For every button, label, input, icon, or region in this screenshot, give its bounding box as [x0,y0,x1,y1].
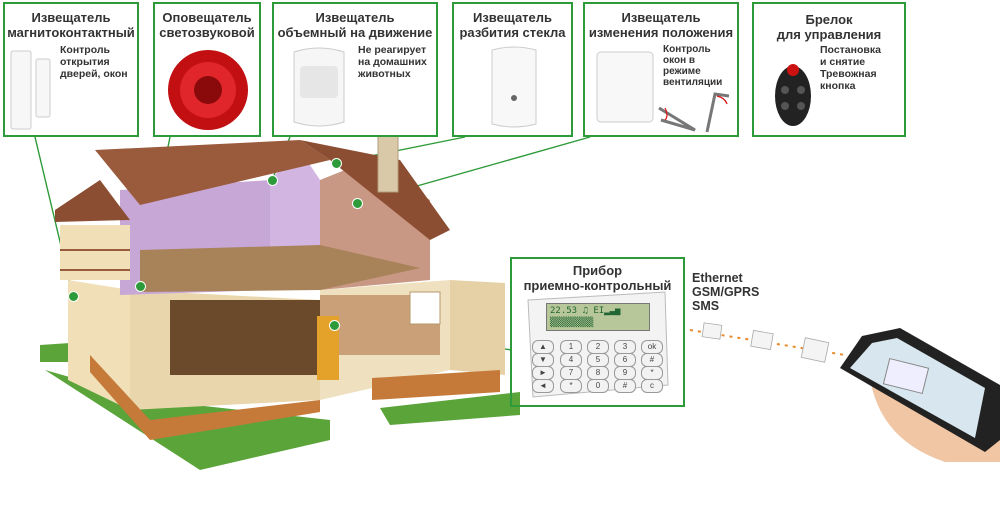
glass-title-line2: разбития стекла [459,25,566,40]
control-panel-card: Прибор приемно-контрольный [510,257,685,407]
channel-ethernet: Ethernet [692,271,743,285]
keyfob-title-line2: для управления [776,27,882,42]
magnetic-desc-line1: Контроль [60,44,110,56]
lcd-line1: 22.53 ♫ EI▂▃▅ [550,306,621,316]
envelope-icon [800,337,830,363]
glass-sensor-icon [491,46,537,128]
keypad-digit-key: 3 [614,340,636,354]
connector-dot-siren [135,281,146,292]
motion-title-line1: Извещатель [315,10,395,25]
keypad-digit-key: 2 [587,340,609,354]
keypad-digit-key: 5 [587,353,609,367]
motion-title: Извещатель объемный на движение [274,10,436,40]
envelope-icon [882,357,930,395]
keypad-function-key: c [641,379,663,393]
tilt-title: Извещатель изменения положения [585,10,737,40]
keyfob-desc-line2: и снятие [820,56,866,68]
siren-card: Оповещатель светозвуковой [153,2,261,137]
motion-desc-line3: животных [358,68,411,80]
tilt-detector-card: Извещатель изменения положения Контроль … [583,2,739,137]
envelope-icon [750,329,774,351]
phone-illustration [840,328,1000,462]
house-illustration [40,121,520,470]
keyfob-icon [775,64,811,126]
motion-desc-line2: на домашних [358,56,427,68]
keypad-nav-key: ▼ [532,353,554,367]
tilt-angle-icon [658,92,730,133]
tilt-title-line2: изменения положения [588,25,734,40]
siren-title-line1: Оповещатель [162,10,252,25]
keypad-function-key: ok [641,340,663,354]
keyfob-desc-line1: Постановка [820,44,881,56]
panel-title-line1: Прибор [572,263,623,278]
keypad-digit-key: 4 [560,353,582,367]
keyfob-card: Брелок для управления Постановка и сняти… [752,2,906,137]
tilt-desc-line3: режиме [663,66,701,77]
magnetic-desc-line3: дверей, окон [60,68,128,80]
siren-icon [168,50,248,130]
lcd-line2: ▒▒▒▒▒▒▒▒ [550,318,594,328]
keypad-function-key: * [641,366,663,380]
magnetic-title-line1: Извещатель [31,10,111,25]
glass-title: Извещатель разбития стекла [454,10,571,40]
tilt-sensor-icon [596,51,654,123]
motion-detector-card: Извещатель объемный на движение Не реаги… [272,2,438,137]
magnetic-desc: Контроль открытия дверей, окон [60,44,128,80]
keypad-digit-key: * [560,379,582,393]
connector-dot-panel [329,320,340,331]
keypad-function-key: # [641,353,663,367]
tilt-desc: Контроль окон в режиме вентиляции [663,44,722,88]
keyfob-desc-line4: кнопка [820,80,856,92]
envelope-icon [701,322,723,340]
connector-dot-magnetic [68,291,79,302]
magnetic-sensor-icon [10,50,51,130]
connector-dot-tilt [352,198,363,209]
keyfob-desc-line3: Тревожная [820,68,877,80]
channel-gsm: GSM/GPRS [692,285,760,299]
siren-title-line2: светозвуковой [159,25,255,40]
motion-title-line2: объемный на движение [277,25,433,40]
motion-sensor-icon [293,47,345,127]
panel-title: Прибор приемно-контрольный [512,263,683,293]
channel-sms: SMS [692,299,720,313]
panel-title-line2: приемно-контрольный [523,278,672,293]
keyfob-title: Брелок для управления [754,12,904,42]
keypad-digit-key: 8 [587,366,609,380]
tilt-desc-line1: Контроль [663,44,711,55]
keypad-nav-key: ► [532,366,554,380]
channels-text: Ethernet GSM/GPRS SMS [692,271,759,313]
keyfob-title-line1: Брелок [805,12,853,27]
tilt-title-line1: Извещатель [621,10,701,25]
panel-lcd: 22.53 ♫ EI▂▃▅ ▒▒▒▒▒▒▒▒ [546,303,650,331]
keypad-digit-key: 0 [587,379,609,393]
keypad-digit-key: # [614,379,636,393]
glass-title-line1: Извещатель [472,10,553,25]
tilt-desc-line2: окон в [663,55,696,66]
keyfob-desc: Постановка и снятие Тревожная кнопка [820,44,881,92]
keypad-digit-key: 9 [614,366,636,380]
magnetic-title: Извещатель магнитоконтактный [5,10,137,40]
motion-desc-line1: Не реагирует [358,44,427,56]
keypad-nav-key: ▲ [532,340,554,354]
keypad-digit-key: 7 [560,366,582,380]
keypad-nav-key: ◄ [532,379,554,393]
keypad-digit-key: 1 [560,340,582,354]
glass-break-card: Извещатель разбития стекла [452,2,573,137]
magnetic-title-line2: магнитоконтактный [7,25,135,40]
siren-title: Оповещатель светозвуковой [155,10,259,40]
connector-dot-glass [331,158,342,169]
magnetic-detector-card: Извещатель магнитоконтактный Контроль от… [3,2,139,137]
motion-desc: Не реагирует на домашних животных [358,44,427,80]
tilt-desc-line4: вентиляции [663,77,723,88]
magnetic-desc-line2: открытия [60,56,110,68]
keypad-digit-key: 6 [614,353,636,367]
connector-dot-motion [267,175,278,186]
